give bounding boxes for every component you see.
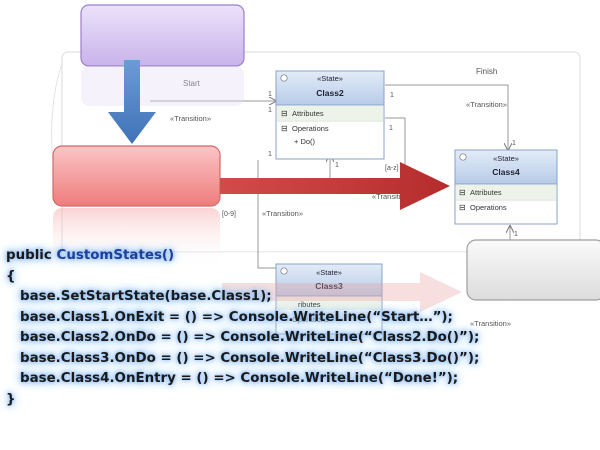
code-line: base.Class1.OnExit = () => Console.Write… xyxy=(20,309,453,325)
class2-operation-do: + Do() xyxy=(294,137,316,146)
class3-name: Class3 xyxy=(315,281,343,291)
class2-attributes: Attributes xyxy=(292,109,324,118)
code-block: public CustomStates() { base.SetStartSta… xyxy=(6,246,566,410)
guard-a-z: [a-z] xyxy=(385,165,399,172)
expand-icon[interactable]: ⊟ xyxy=(459,188,466,197)
guard-0-9: [0-9] xyxy=(222,211,236,218)
class4-operations: Operations xyxy=(470,203,507,212)
class2-stereotype: «State» xyxy=(317,74,343,83)
class3-stereotype: «State» xyxy=(316,268,342,277)
collapse-icon[interactable] xyxy=(280,267,288,275)
collapse-icon[interactable] xyxy=(459,153,467,161)
code-line: base.SetStartState(base.Class1); xyxy=(20,289,272,304)
transition-label-finish: «Transition» xyxy=(466,100,507,109)
mult-1a: 1 xyxy=(268,91,272,98)
code-close-brace: } xyxy=(6,391,16,407)
expand-icon[interactable]: ⊟ xyxy=(281,109,288,118)
class2-box[interactable]: «State» Class2 ⊟ Attributes ⊟ Operations… xyxy=(275,70,385,160)
code-signature: public CustomStates() xyxy=(6,246,566,267)
expand-icon[interactable]: ⊟ xyxy=(281,124,288,133)
class2-operations: Operations xyxy=(292,124,329,133)
class3-operations: Operations xyxy=(292,315,329,324)
connector-finish-class4 xyxy=(385,84,508,150)
red-state-box[interactable] xyxy=(52,145,221,207)
code-line: base.Class3.OnDo = () => Console.WriteLi… xyxy=(20,350,480,366)
mult-2c: 1 xyxy=(268,151,272,158)
transition-label-1: «Transition» xyxy=(170,114,211,123)
start-label: Start xyxy=(183,79,201,88)
class4-stereotype: «State» xyxy=(493,154,519,163)
purple-state-box[interactable] xyxy=(80,4,245,67)
class3-box[interactable]: «State» Class3 ributes Operations xyxy=(275,263,383,335)
collapse-icon[interactable] xyxy=(280,74,288,82)
transition-label-4: «Transition» xyxy=(470,319,511,328)
connector-class3-loop xyxy=(257,160,276,269)
code-open-brace: { xyxy=(6,268,16,284)
class2-name: Class2 xyxy=(316,88,344,98)
mult-1b: 1 xyxy=(268,107,272,114)
code-method-name: CustomStates() xyxy=(56,248,175,263)
class4-box[interactable]: «State» Class4 ⊟ Attributes ⊟ Operations xyxy=(454,149,558,225)
mult-4a: 1 xyxy=(514,231,518,238)
mult-finish-a: 1 xyxy=(390,92,394,99)
code-line: base.Class2.OnDo = () => Console.WriteLi… xyxy=(20,330,480,345)
code-keyword: public xyxy=(6,248,52,263)
red-box-reflection xyxy=(53,208,220,268)
blue-down-arrow xyxy=(108,60,156,144)
mult-finish-b: 1 xyxy=(512,140,516,147)
finish-label: Finish xyxy=(476,67,497,76)
class4-name: Class4 xyxy=(492,167,520,177)
expand-icon[interactable]: ⊟ xyxy=(459,203,466,212)
class4-attributes: Attributes xyxy=(470,188,502,197)
purple-box-reflection xyxy=(81,66,244,106)
transition-label-2: «Transition» xyxy=(262,209,303,218)
class3-attributes: ributes xyxy=(298,300,321,309)
code-line: base.Class4.OnEntry = () => Console.Writ… xyxy=(20,371,459,386)
red-right-arrow xyxy=(220,162,450,210)
gray-state-box[interactable] xyxy=(466,239,600,301)
transition-label-3: «Transition» xyxy=(372,192,413,201)
connector-class2-class4 xyxy=(385,117,406,186)
mult-2a: 1 xyxy=(389,125,393,132)
mult-2b: 1 xyxy=(335,162,339,169)
red-arrow-reflection xyxy=(222,272,462,312)
